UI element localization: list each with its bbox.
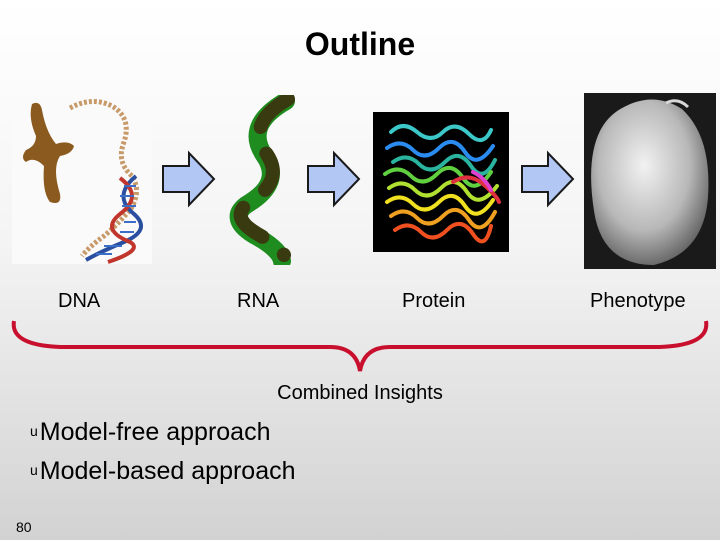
rna-label: RNA xyxy=(237,290,280,312)
right-arrow-icon xyxy=(162,150,216,208)
right-arrow-icon xyxy=(307,150,361,208)
slide-title: Outline xyxy=(304,26,416,62)
rna-image xyxy=(229,95,295,265)
page-number: 80 xyxy=(16,519,32,535)
dna-label: DNA xyxy=(58,290,101,312)
bullet-text: Model-based approach xyxy=(39,457,296,485)
combined-insights-label: Combined Insights xyxy=(277,382,443,404)
curly-brace-icon xyxy=(11,320,709,372)
bullet-text: Model-free approach xyxy=(39,418,271,446)
bullet-item: uModel-free approach xyxy=(30,417,271,448)
bullet-marker: u xyxy=(30,462,38,479)
protein-label: Protein xyxy=(402,290,466,312)
bullet-marker: u xyxy=(30,423,38,440)
bullet-item: uModel-based approach xyxy=(30,456,296,487)
right-arrow-icon xyxy=(521,150,575,208)
protein-image xyxy=(373,112,509,252)
phenotype-image xyxy=(584,93,716,269)
dna-image xyxy=(12,96,152,264)
phenotype-label: Phenotype xyxy=(590,290,686,312)
